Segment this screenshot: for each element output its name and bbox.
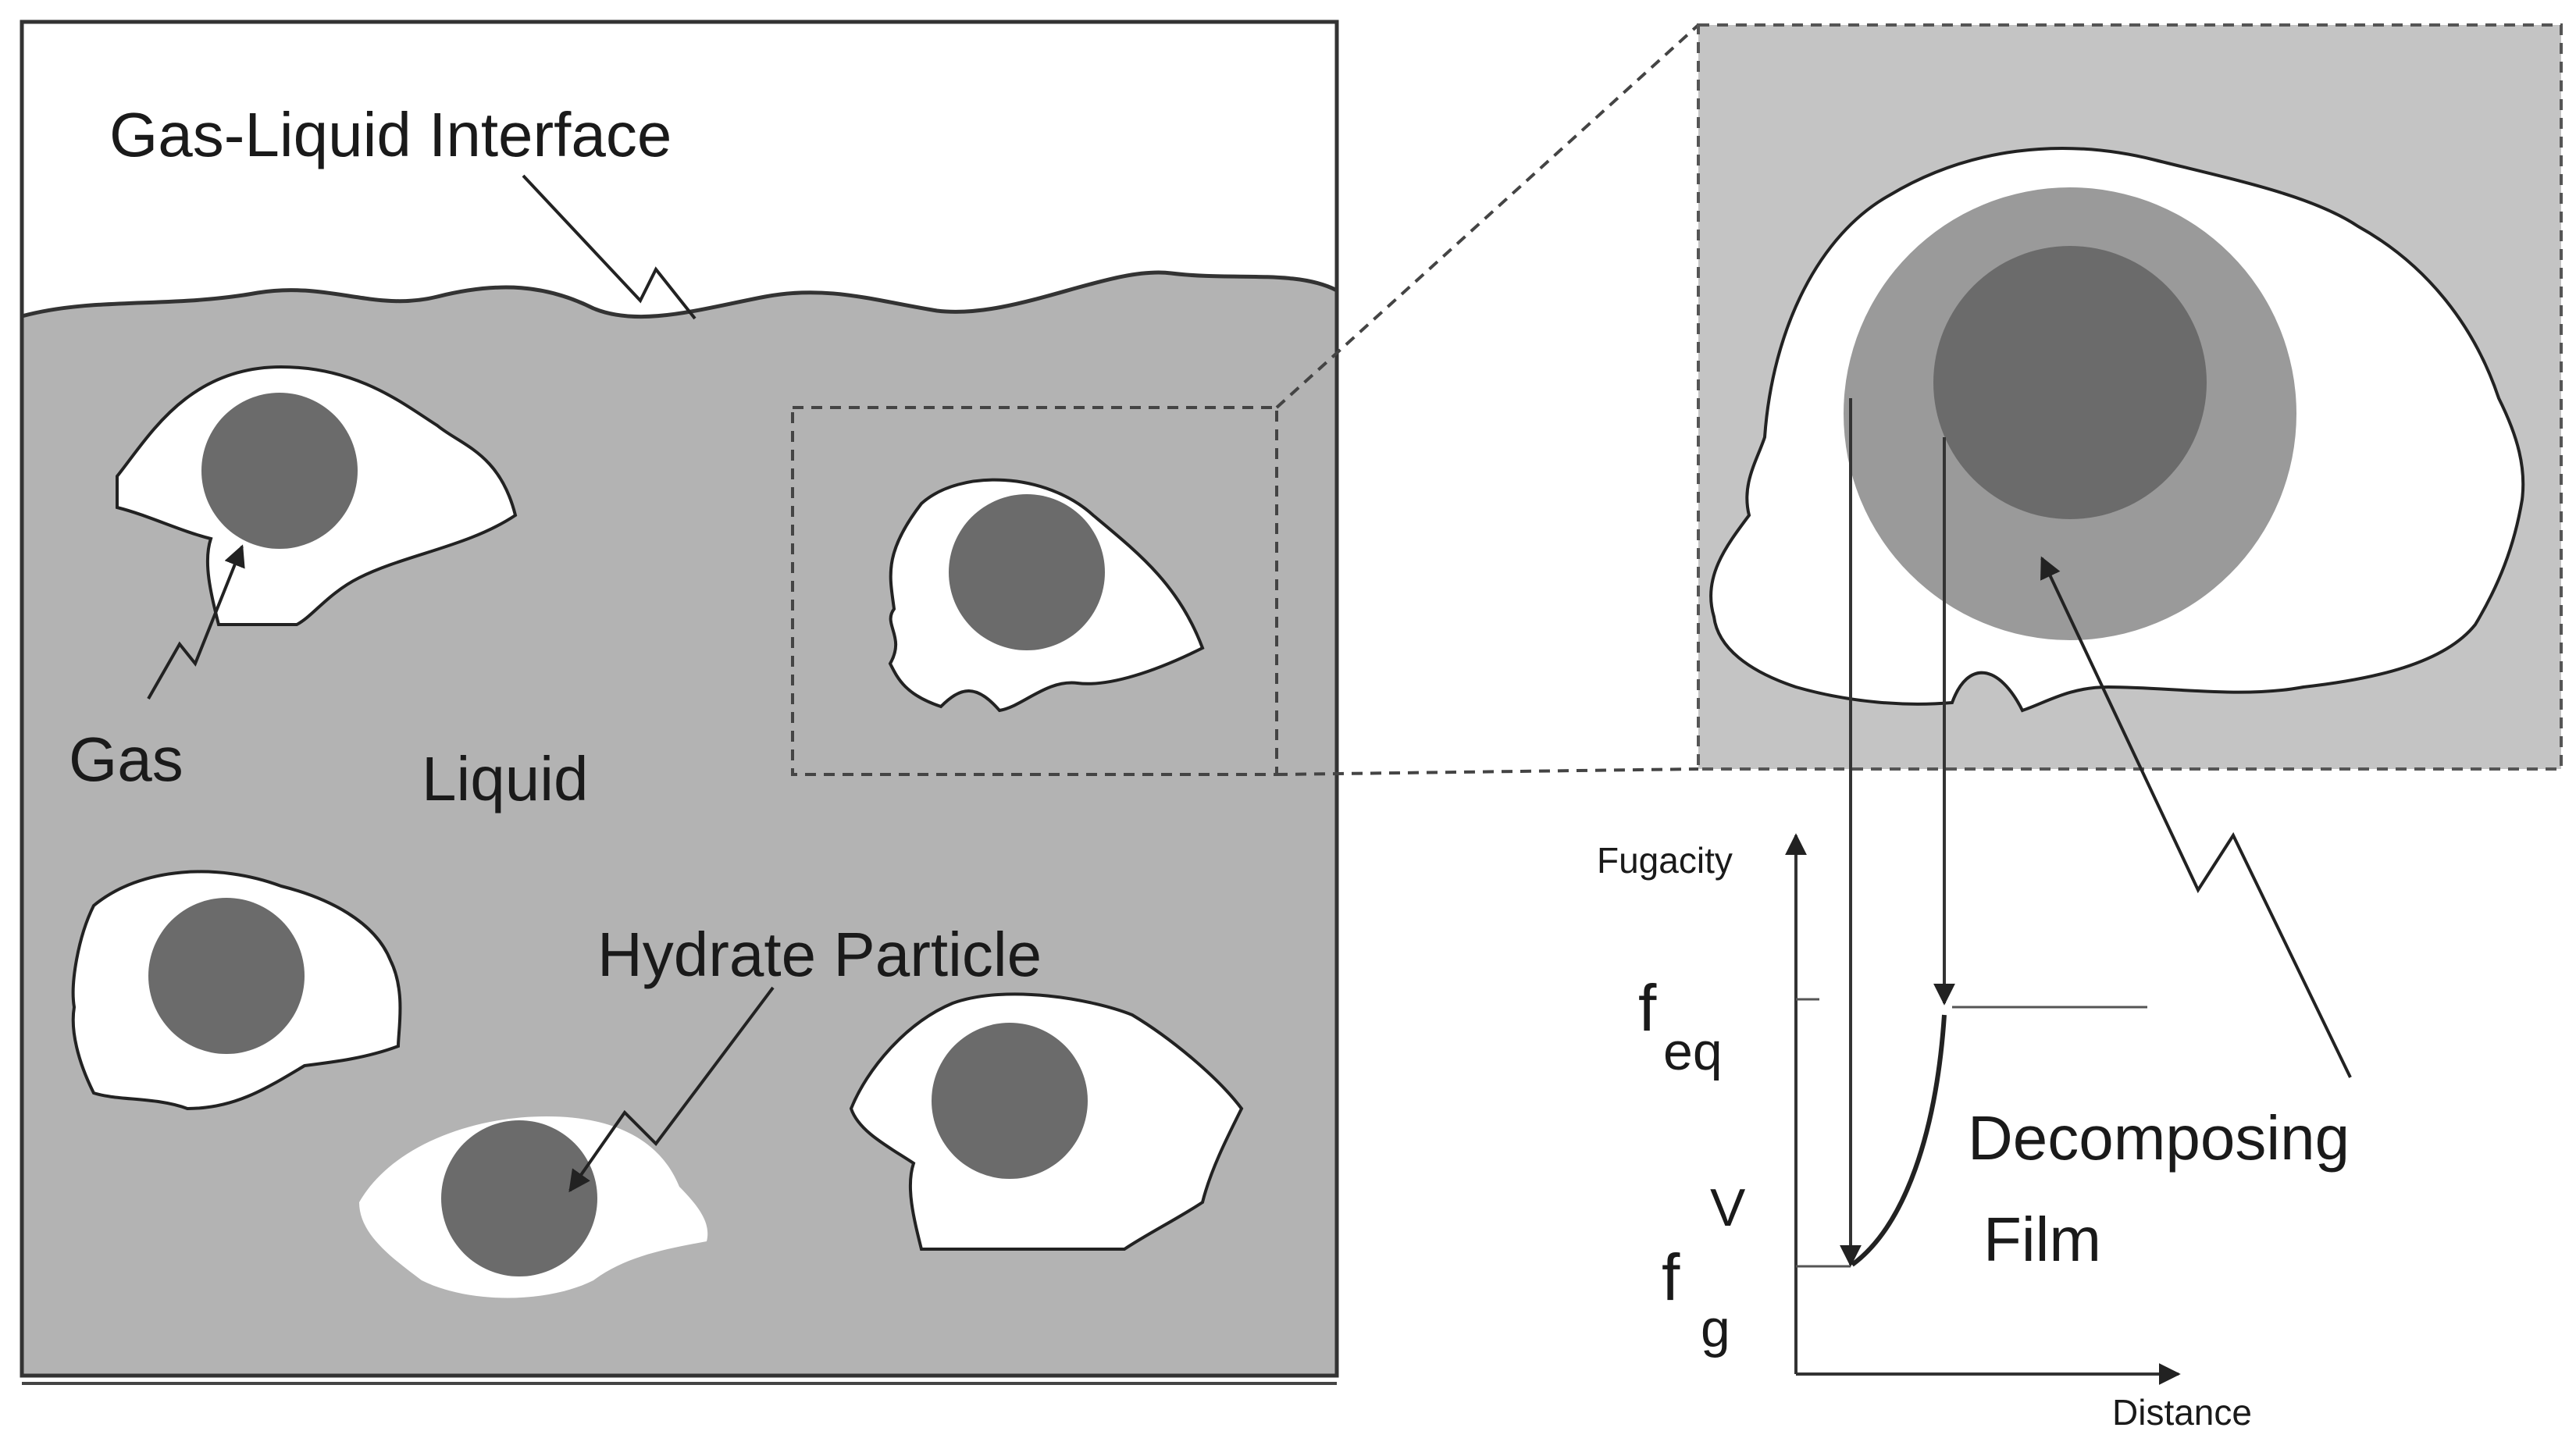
f-eq-subscript: eq [1663, 1022, 1723, 1081]
bubble-boxed [888, 478, 1205, 713]
particle-label: Hydrate Particle [597, 920, 1042, 989]
film-label-line2: Film [1983, 1205, 2101, 1274]
bubble-bottom-center [359, 1116, 708, 1298]
liquid-label: Liquid [422, 744, 589, 814]
zoom-connector-bottom [1276, 767, 1699, 776]
left-panel-frame [20, 20, 1339, 1378]
f-eq-symbol: f [1638, 971, 1657, 1045]
hydrate-core [949, 494, 1105, 650]
hydrate-core [932, 1023, 1088, 1179]
hydrate-core [441, 1120, 597, 1276]
film-leader-line [2040, 556, 2352, 1078]
fugacity-profile-curve [1851, 1014, 1947, 1267]
particle-leader-line [568, 986, 775, 1193]
x-axis-label: Distance [2112, 1392, 2252, 1433]
y-axis-label: Fugacity [1597, 840, 1733, 881]
f-g-subscript: g [1701, 1299, 1730, 1358]
hydrate-core [201, 393, 358, 549]
gas-label: Gas [69, 724, 183, 794]
zoom-panel: Decomposing Film [1697, 23, 2563, 1274]
interface-label: Gas-Liquid Interface [109, 100, 672, 169]
zoom-connector-top [1275, 23, 1700, 409]
interface-leader-line [522, 174, 697, 320]
bubble-bottom-right [849, 992, 1244, 1251]
fugacity-graph: Fugacity Distance f eq V f g [1597, 398, 2252, 1433]
zoom-selection-box [791, 406, 1278, 776]
bubble-lower-left [71, 870, 402, 1111]
f-g-symbol: f [1662, 1241, 1680, 1314]
left-panel: Gas-Liquid Interface Gas Liquid Hydrate … [20, 20, 1339, 1385]
bubble-top-left [116, 365, 518, 626]
hydrate-core-zoomed [1933, 246, 2207, 519]
film-label-line1: Decomposing [1968, 1103, 2350, 1173]
hydrate-core [148, 898, 305, 1054]
f-g-superscript: V [1710, 1178, 1746, 1237]
gas-leader-line [147, 544, 245, 700]
